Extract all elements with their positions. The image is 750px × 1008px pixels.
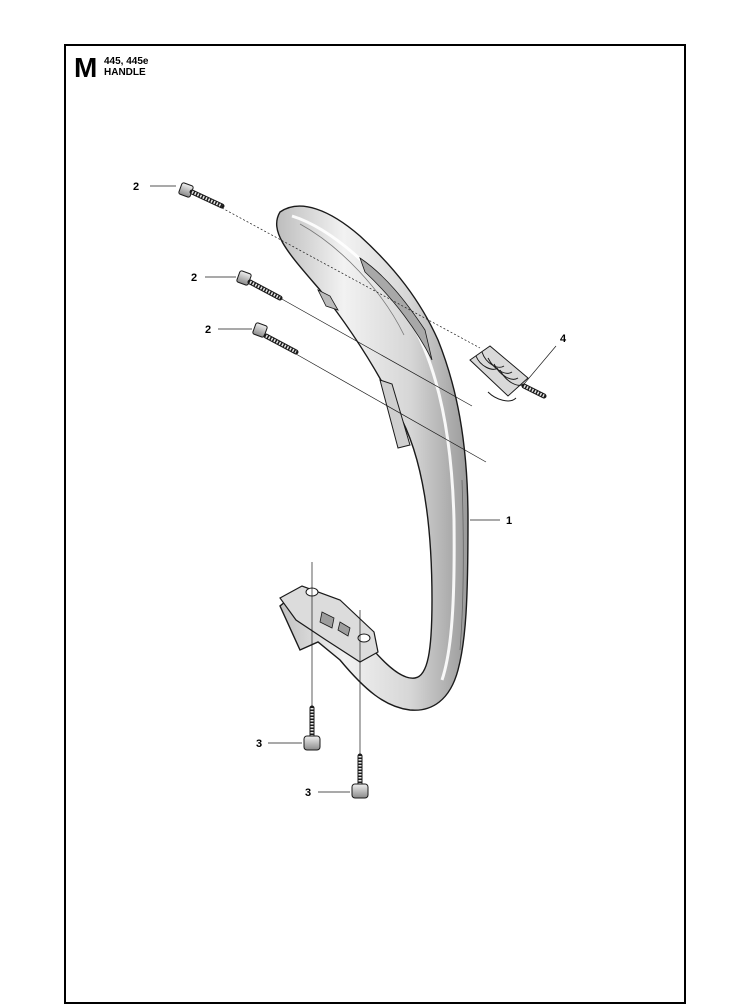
callout-screw-lower-1: 3	[256, 738, 262, 750]
callout-screw-upper-3: 2	[205, 324, 211, 336]
callout-handle: 1	[506, 515, 512, 527]
callout-screw-lower-2: 3	[305, 787, 311, 799]
drawing-frame	[64, 44, 686, 1004]
callout-screw-upper-2: 2	[191, 272, 197, 284]
vibration-damper-spring	[469, 345, 547, 402]
screw-lower-1	[303, 705, 321, 751]
title-block: 445, 445e HANDLE	[104, 56, 149, 78]
screw-upper-3	[252, 322, 299, 355]
screw-upper-1	[178, 182, 225, 209]
screw-upper-2	[236, 270, 283, 301]
front-handle-part	[275, 205, 469, 711]
screw-lower-2	[351, 753, 369, 799]
model-numbers: 445, 445e	[104, 56, 149, 67]
callout-screw-upper-1: 2	[133, 181, 139, 193]
page-title: HANDLE	[104, 67, 146, 78]
section-letter: M	[74, 52, 98, 83]
assembly-lines	[150, 185, 557, 793]
callout-vibration-damper: 4	[560, 333, 567, 345]
